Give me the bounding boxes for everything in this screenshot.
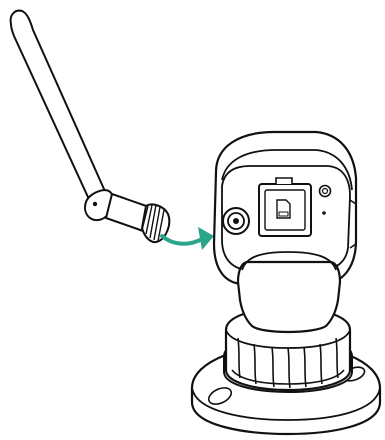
reset-icon [318,184,332,215]
antenna-joint-dot [92,201,98,207]
antenna-nut [140,203,171,244]
arrow-head [198,227,214,250]
camera-top-shell [221,149,353,191]
mount-screw-hole-left [207,387,233,405]
mount-collar-bottom [231,369,345,385]
mount-base-rim [191,387,381,421]
arrow-right-icon [160,227,214,250]
sd-card-tab [275,177,293,184]
sd-card-symbol [276,199,291,219]
mount-collar-ridges [237,337,339,389]
antenna-whip [9,9,109,209]
mount-neck [236,260,342,334]
mount-neck-cup [241,251,337,271]
mount-base-icon [190,251,382,436]
sd-card-icon [258,177,312,237]
status-led-dot [322,211,326,215]
camera-side-tab [349,199,357,249]
antenna-icon [9,9,171,244]
connector-port-icon [222,207,250,235]
arrow-shaft [160,234,206,246]
